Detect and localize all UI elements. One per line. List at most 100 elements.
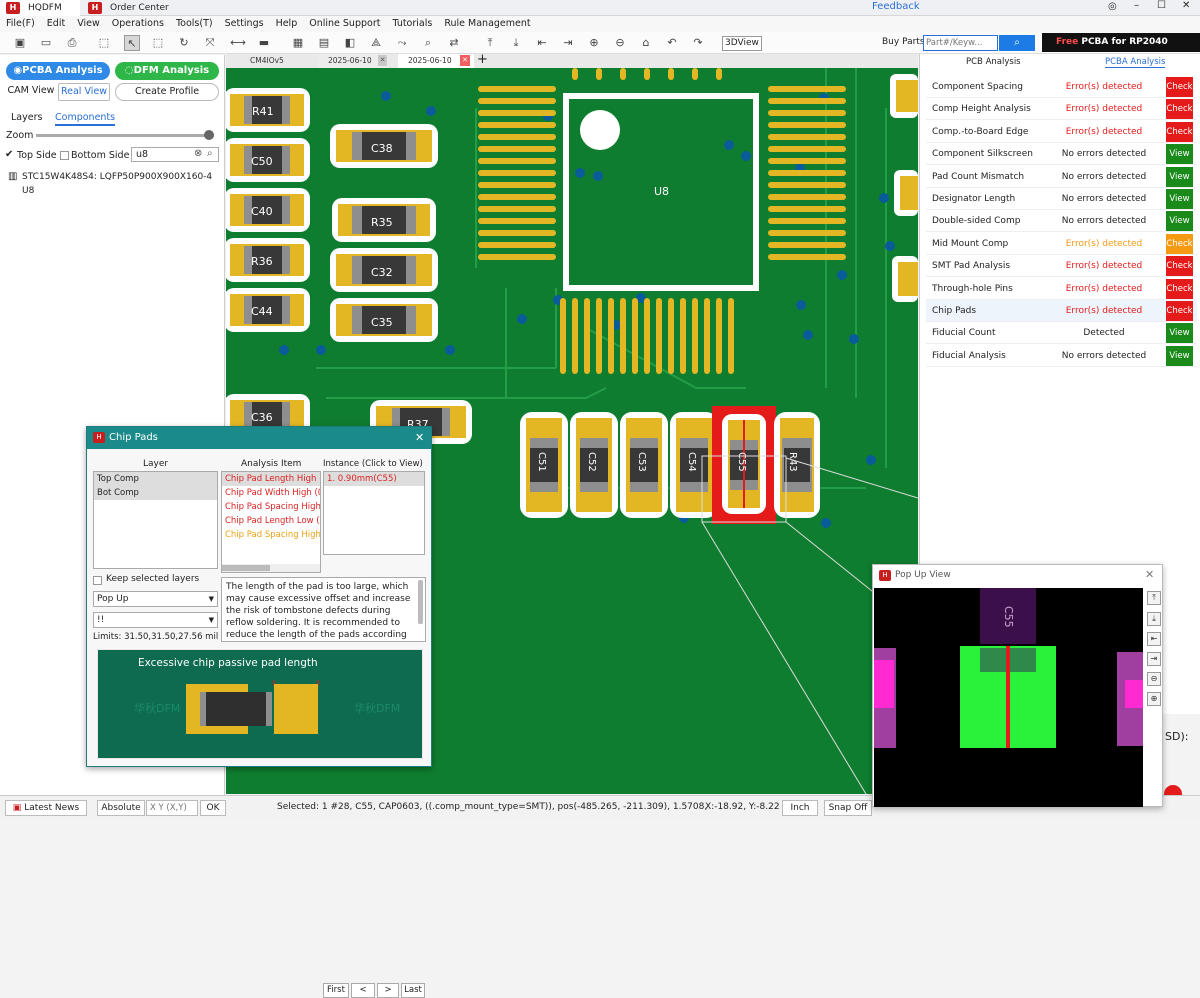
tab-layers[interactable]: Layers [11,112,43,123]
find-icon[interactable]: ⌕ [424,36,432,49]
secondary-select[interactable]: !!▼ [93,612,218,628]
vertical-scrollbar[interactable] [418,580,423,624]
align-right-icon[interactable]: ⇥ [1147,652,1161,666]
box-select-icon[interactable]: ⬚ [152,36,164,49]
zoom-slider[interactable] [36,134,214,137]
chip-c35[interactable]: C35 [330,298,438,342]
chip-c53[interactable]: C53 [620,412,668,518]
last-button[interactable]: Last [401,983,425,998]
zoom-slider-handle[interactable] [204,130,214,140]
chip-c51[interactable]: C51 [520,412,568,518]
chip-r36[interactable]: R36 [226,238,310,282]
grid-icon[interactable]: ▦ [292,36,304,49]
analysis-item[interactable]: Chip Pad Spacing High [225,530,321,540]
analysis-row-action-button[interactable]: View [1166,166,1193,187]
absolute-button[interactable]: Absolute [97,800,145,816]
select-icon[interactable]: ⬚ [98,36,110,49]
chip-c55-selected[interactable]: C55 [712,406,776,524]
close-icon[interactable]: ✕ [415,431,425,444]
analysis-item[interactable]: Chip Pad Spacing High [225,502,321,512]
unit-toggle[interactable]: Inch [782,800,818,816]
align-right-icon[interactable]: ⇥ [563,36,573,49]
analysis-row-action-button[interactable]: View [1166,144,1193,165]
component-list-item[interactable]: STC15W4K48S4: LQFP50P900X900X160-4 [22,172,213,182]
menu-tools[interactable]: Tools(T) [175,18,213,29]
dfm-analysis-button[interactable]: ◌DFM Analysis [115,62,219,80]
chip-c44[interactable]: C44 [226,288,310,332]
close-icon[interactable]: ✕ [1182,0,1191,11]
popup-canvas[interactable]: C55 [874,588,1143,807]
chip-c40[interactable]: C40 [226,188,310,232]
next-button[interactable]: > [377,983,399,998]
keep-layers-checkbox[interactable] [93,576,102,585]
close-icon[interactable]: ✕ [1145,568,1155,581]
analysis-row-action-button[interactable]: Check [1166,99,1193,120]
menu-edit[interactable]: Edit [46,18,66,29]
create-profile-button[interactable]: Create Profile [115,83,219,101]
align-left-icon[interactable]: ⇤ [537,36,547,49]
rp2040-promo-banner[interactable]: Free PCBA for RP2040 [1042,33,1200,52]
flip-icon[interactable]: ⇄ [449,36,459,49]
menu-help[interactable]: Help [275,18,298,29]
zoom-in-icon[interactable]: ⊕ [589,36,599,49]
align-bottom-icon[interactable]: ⤓ [513,36,519,49]
search-icon[interactable]: ⌕ [207,148,213,159]
menu-settings[interactable]: Settings [224,18,264,29]
pcba-analysis-button[interactable]: ◉PCBA Analysis [6,62,110,80]
first-button[interactable]: First [323,983,349,998]
add-tab-icon[interactable]: + [477,52,488,67]
align-top-icon[interactable]: ⤒ [1147,591,1161,605]
part-search-input[interactable] [923,35,998,51]
minimize-icon[interactable]: – [1134,0,1139,11]
pointer-select-icon[interactable]: ↖ [124,35,140,51]
undo-icon[interactable]: ↶ [667,36,677,49]
rotate-icon[interactable]: ↻ [179,36,189,49]
real-view-button[interactable]: Real View [58,83,110,101]
maximize-icon[interactable]: ☐ [1157,0,1166,11]
ic-u8[interactable]: U8 [563,93,759,291]
analysis-row-action-button[interactable]: View [1166,323,1193,344]
analysis-row-action-button[interactable]: Check [1166,256,1193,277]
analysis-item[interactable]: Chip Pad Length Low (1 [225,516,321,526]
xy-coordinate-input[interactable] [146,800,198,816]
snap-toggle[interactable]: Snap Off [824,800,872,816]
close-tab-icon[interactable]: ✕ [460,55,470,66]
menu-view[interactable]: View [77,18,100,29]
chip-c38[interactable]: C38 [330,124,438,168]
align-bottom-icon[interactable]: ⤓ [1147,612,1161,626]
analysis-item[interactable]: Chip Pad Length High (0 [222,472,320,486]
doc-tab-2025-06-10-a[interactable]: 2025-06-10 [318,54,388,68]
cam-view-button[interactable]: CAM View [7,85,55,96]
menu-file[interactable]: File(F) [6,18,35,29]
dialog-titlebar[interactable]: H Chip Pads ✕ [87,427,431,449]
measure-icon[interactable]: ⟷ [230,36,246,49]
tab-components[interactable]: Components [55,112,116,126]
connect-icon[interactable]: ⤳ [397,36,407,49]
redo-icon[interactable]: ↷ [693,36,703,49]
doc-tab-2025-06-10-b[interactable]: 2025-06-10 [398,54,474,68]
3dview-button[interactable]: 3DView [722,36,762,51]
save-icon[interactable]: ▣ [14,36,26,49]
chip-r43[interactable]: R43 [774,412,820,518]
menu-online-support[interactable]: Online Support [309,18,381,29]
analysis-row-action-button[interactable]: Check [1166,77,1193,97]
move-icon[interactable]: ⤧ [205,36,215,49]
bottom-side-checkbox[interactable] [60,151,69,160]
menu-rule-management[interactable]: Rule Management [444,18,531,29]
zoom-in-icon[interactable]: ⊕ [1147,692,1161,706]
analysis-row-action-button[interactable]: Check [1166,121,1193,142]
zoom-out-icon[interactable]: ⊖ [1147,672,1161,686]
doc-tab-cm4iov5[interactable]: CM4IOv5 [250,56,284,65]
analysis-row-action-button[interactable]: Check [1166,278,1193,299]
layer-item-bot-comp[interactable]: Bot Comp [94,486,217,500]
tab-pcba-analysis[interactable]: PCBA Analysis [1105,57,1166,68]
